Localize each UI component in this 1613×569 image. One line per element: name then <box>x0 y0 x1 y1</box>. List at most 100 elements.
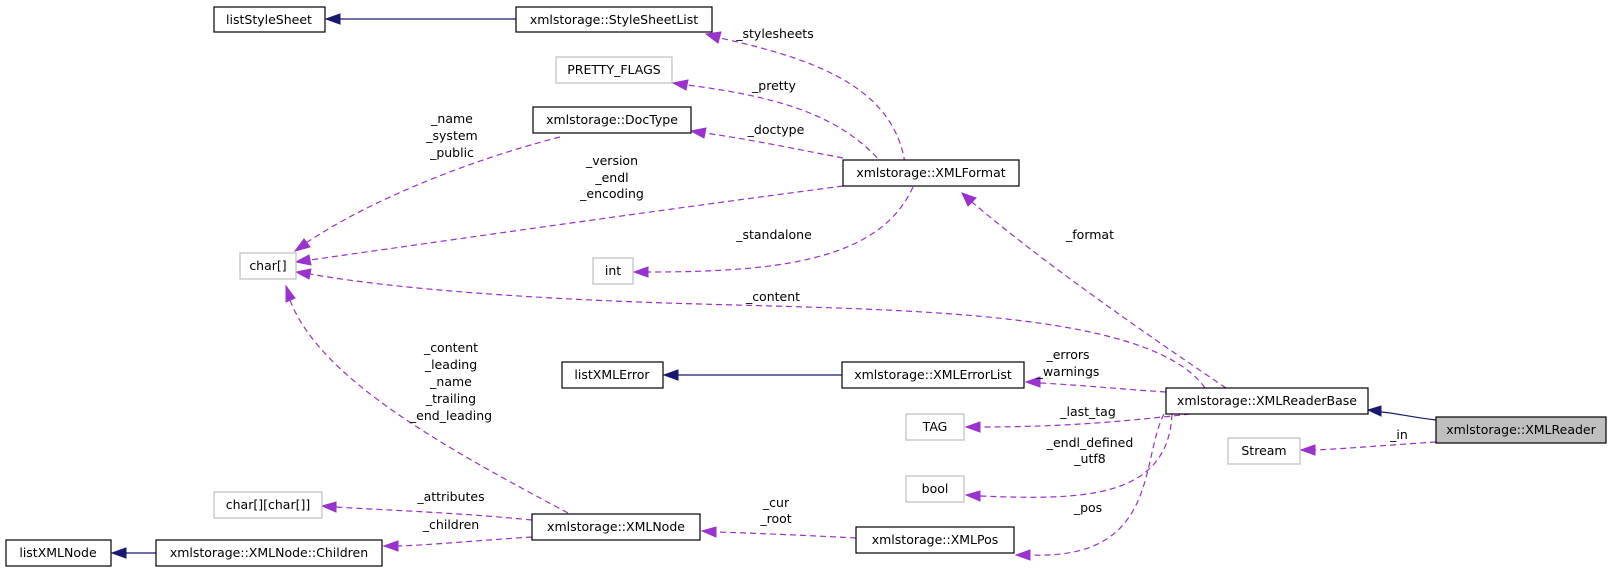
edge-inherit-reader <box>1366 405 1437 421</box>
svg-text:_children: _children <box>422 517 479 532</box>
svg-text:_cur: _cur <box>762 495 790 510</box>
node-xmlformat[interactable]: xmlstorage::XMLFormat <box>842 159 1020 187</box>
svg-text:_name: _name <box>430 111 473 126</box>
label-endl-defined: _endl_defined _utf8 <box>1046 435 1134 466</box>
svg-text:char[][char[]]: char[][char[]] <box>226 497 310 512</box>
svg-text:_utf8: _utf8 <box>1073 451 1105 466</box>
edge-inherit-children <box>110 547 156 559</box>
svg-text:bool: bool <box>922 481 949 496</box>
node-xmlnode-children[interactable]: xmlstorage::XMLNode::Children <box>155 539 383 567</box>
node-bool: bool <box>905 475 965 503</box>
node-listxmlerror[interactable]: listXMLError <box>561 361 664 389</box>
edge-node-chars <box>285 284 569 514</box>
svg-text:_trailing: _trailing <box>425 391 476 406</box>
node-xmlreaderbase[interactable]: xmlstorage::XMLReaderBase <box>1165 387 1369 415</box>
svg-text:_content: _content <box>745 289 800 304</box>
label-doctype: _doctype <box>747 122 805 137</box>
svg-text:_standalone: _standalone <box>735 227 812 242</box>
svg-text:listXMLError: listXMLError <box>574 367 650 382</box>
label-attributes: _attributes <box>416 489 484 504</box>
svg-text:_leading: _leading <box>424 357 477 372</box>
edge-errors <box>1024 376 1167 393</box>
edge-standalone <box>632 186 914 278</box>
node-stream: Stream <box>1227 437 1301 465</box>
label-format: _format <box>1065 227 1114 242</box>
node-char-array: char[] <box>239 252 297 280</box>
edge-format <box>961 192 1227 389</box>
svg-text:_last_tag: _last_tag <box>1059 404 1116 419</box>
svg-text:TAG: TAG <box>922 419 948 434</box>
svg-text:_encoding: _encoding <box>579 186 644 201</box>
svg-text:_warnings: _warnings <box>1036 364 1100 379</box>
svg-text:Stream: Stream <box>1241 443 1286 458</box>
label-content: _content <box>745 289 800 304</box>
svg-text:_attributes: _attributes <box>416 489 484 504</box>
label-doctype-fields: _name _system _public <box>425 111 477 160</box>
label-pos: _pos <box>1073 500 1102 515</box>
svg-text:_format: _format <box>1065 227 1114 242</box>
edge-endl-defined <box>964 413 1173 502</box>
svg-text:_system: _system <box>425 128 477 143</box>
edge-in <box>1299 441 1437 456</box>
label-in: _in <box>1389 427 1408 442</box>
node-xmlnode[interactable]: xmlstorage::XMLNode <box>531 513 701 541</box>
svg-text:char[]: char[] <box>249 258 286 273</box>
node-prettyflags: PRETTY_FLAGS <box>555 56 673 84</box>
node-int: int <box>592 257 634 285</box>
label-errors: _errors _warnings <box>1036 347 1100 379</box>
edge-inherit-errorlist <box>662 369 842 381</box>
label-last-tag: _last_tag <box>1059 404 1116 419</box>
svg-text:_pretty: _pretty <box>751 78 797 93</box>
svg-text:xmlstorage::XMLNode: xmlstorage::XMLNode <box>547 519 685 534</box>
svg-text:int: int <box>605 263 621 278</box>
edge-doctype-chars <box>293 136 561 252</box>
node-liststylesheet[interactable]: listStyleSheet <box>213 6 326 33</box>
label-standalone: _standalone <box>735 227 812 242</box>
node-stylesheetlist[interactable]: xmlstorage::StyleSheetList <box>515 6 713 33</box>
svg-text:xmlstorage::XMLPos: xmlstorage::XMLPos <box>872 532 999 547</box>
svg-text:listStyleSheet: listStyleSheet <box>226 12 312 27</box>
label-stylesheets: _stylesheets <box>735 26 813 41</box>
svg-text:xmlstorage::DocType: xmlstorage::DocType <box>546 112 678 127</box>
svg-text:_end_leading: _end_leading <box>409 408 492 423</box>
svg-text:_endl_defined: _endl_defined <box>1046 435 1134 450</box>
edge-pos <box>1014 413 1165 561</box>
svg-text:xmlstorage::XMLErrorList: xmlstorage::XMLErrorList <box>854 367 1012 382</box>
label-cur-root: _cur _root <box>759 495 791 526</box>
svg-text:xmlstorage::XMLReaderBase: xmlstorage::XMLReaderBase <box>1177 393 1357 408</box>
svg-text:listXMLNode: listXMLNode <box>19 545 97 560</box>
node-doctype[interactable]: xmlstorage::DocType <box>532 106 692 134</box>
svg-text:_content: _content <box>423 340 478 355</box>
svg-text:_pos: _pos <box>1073 500 1102 515</box>
edge-stylesheets <box>704 31 907 174</box>
svg-text:_version: _version <box>585 153 638 168</box>
edge-content <box>294 268 1206 389</box>
svg-text:xmlstorage::StyleSheetList: xmlstorage::StyleSheetList <box>530 12 698 27</box>
edge-doctype <box>689 127 844 159</box>
node-listxmlnode[interactable]: listXMLNode <box>5 539 112 567</box>
node-xmlpos[interactable]: xmlstorage::XMLPos <box>855 526 1015 554</box>
label-children: _children <box>422 517 479 532</box>
label-format-chars: _version _endl _encoding <box>579 153 644 201</box>
label-node-chars: _content _leading _name _trailing _end_l… <box>409 340 492 423</box>
svg-text:xmlstorage::XMLFormat: xmlstorage::XMLFormat <box>856 165 1005 180</box>
svg-text:_in: _in <box>1389 427 1408 442</box>
edge-attributes <box>320 501 533 521</box>
svg-text:_errors: _errors <box>1045 347 1089 362</box>
svg-text:_public: _public <box>429 145 474 160</box>
node-tag: TAG <box>905 413 965 441</box>
svg-text:_doctype: _doctype <box>747 122 805 137</box>
node-errorlist[interactable]: xmlstorage::XMLErrorList <box>841 361 1025 389</box>
svg-text:xmlstorage::XMLNode::Children: xmlstorage::XMLNode::Children <box>170 545 368 560</box>
edge-last-tag <box>964 413 1191 433</box>
svg-text:_endl: _endl <box>594 170 628 185</box>
node-xmlreader[interactable]: xmlstorage::XMLReader <box>1435 416 1607 444</box>
edge-inherit-stylesheetlist <box>324 13 516 25</box>
label-pretty: _pretty <box>751 78 797 93</box>
edge-pretty <box>671 79 891 174</box>
svg-text:PRETTY_FLAGS: PRETTY_FLAGS <box>567 62 661 77</box>
edge-cur-root <box>700 526 857 539</box>
svg-text:_root: _root <box>759 511 791 526</box>
edge-children <box>382 536 533 552</box>
